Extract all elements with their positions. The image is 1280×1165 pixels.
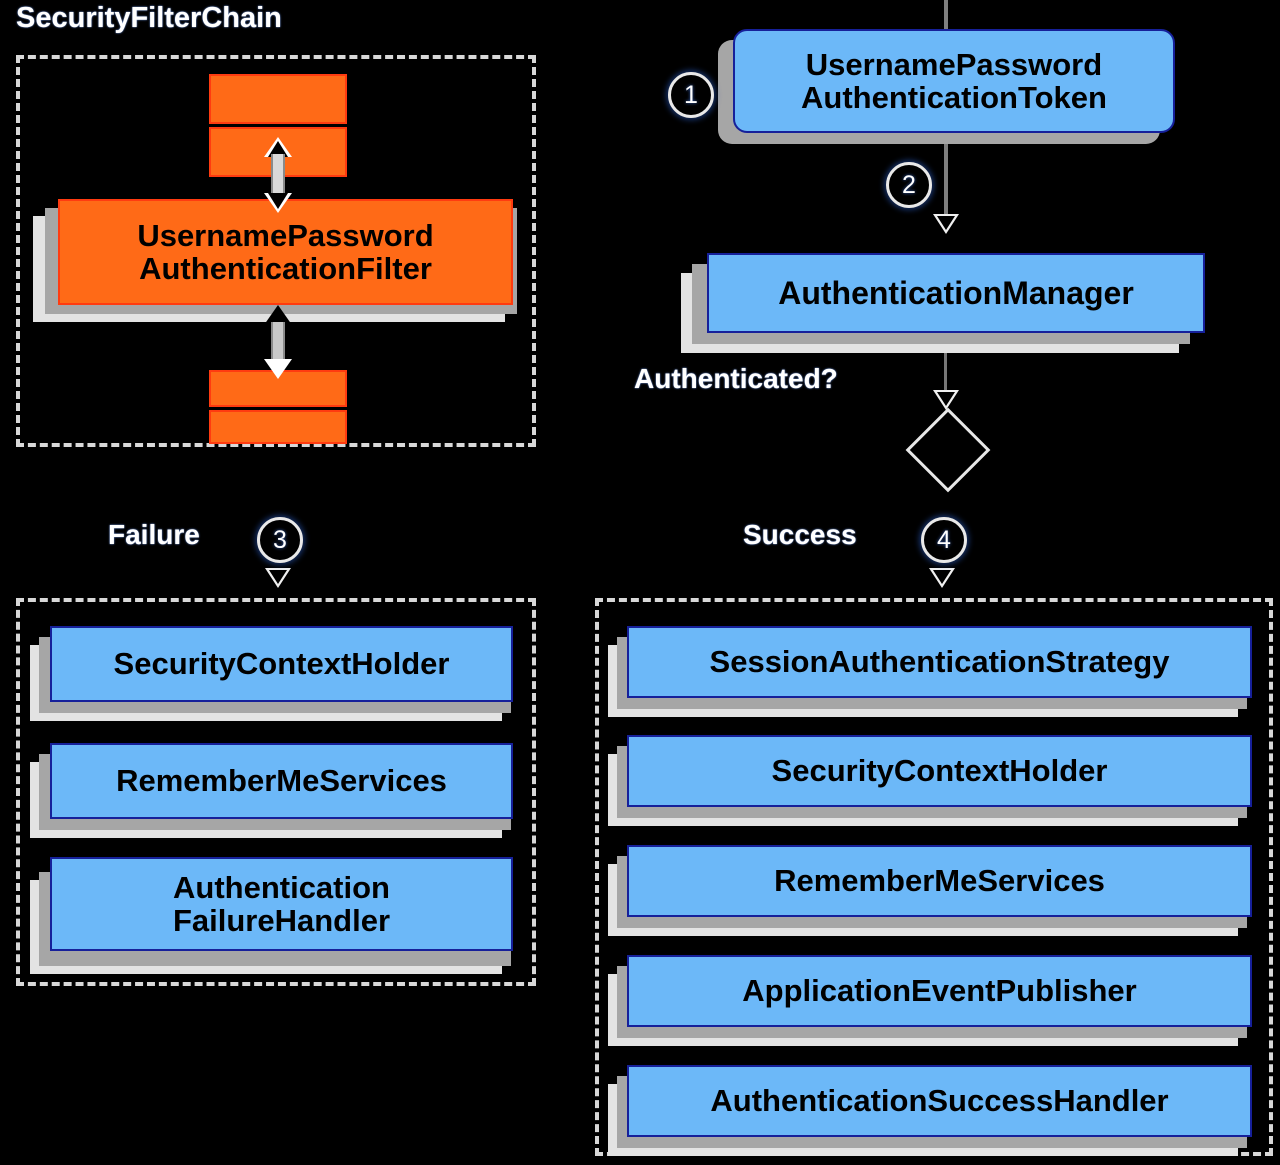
arrow-manager-to-decision-inner (937, 392, 955, 406)
failure-component-3[interactable]: Authentication FailureHandler (50, 857, 513, 951)
component-label: AuthenticationManager (778, 274, 1134, 311)
connector-arrow-bottom (254, 305, 302, 379)
success-component-4[interactable]: ApplicationEventPublisher (627, 955, 1252, 1027)
component-label: SecurityContextHolder (113, 646, 450, 682)
group-failure (16, 598, 536, 986)
connector-arrow-top (254, 137, 302, 213)
component-authentication-manager[interactable]: AuthenticationManager (707, 253, 1205, 333)
component-label: SessionAuthenticationStrategy (709, 644, 1170, 680)
incoming-flow-line (944, 0, 948, 30)
success-label: Success (743, 519, 857, 550)
flow-line-manager-to-decision (944, 333, 947, 395)
flow-line-token-to-manager (944, 135, 948, 221)
arrow-shaft (271, 154, 285, 196)
failure-label: Failure (108, 519, 200, 550)
component-label: RememberMeServices (116, 763, 447, 799)
component-label: UsernamePassword AuthenticationToken (801, 46, 1107, 115)
success-component-1[interactable]: SessionAuthenticationStrategy (627, 626, 1252, 698)
arrow-to-failure-group-inner (269, 570, 287, 584)
component-label: AuthenticationSuccessHandler (710, 1083, 1169, 1119)
arrow-head-up-inner (268, 141, 288, 157)
filter-placeholder-bottom-2 (209, 410, 347, 444)
component-username-password-authentication-token[interactable]: UsernamePassword AuthenticationToken (733, 29, 1175, 133)
arrow-shaft (271, 322, 285, 362)
arrow-head-down-inner (268, 193, 288, 209)
step-badge-3: 3 (257, 517, 303, 563)
security-filter-chain-title: SecurityFilterChain (16, 2, 282, 34)
arrow-head-up (264, 305, 292, 325)
step-badge-2: 2 (886, 162, 932, 208)
failure-component-2[interactable]: RememberMeServices (50, 743, 513, 819)
component-label: RememberMeServices (774, 863, 1105, 899)
arrow-to-success-group-inner (933, 570, 951, 584)
failure-component-1[interactable]: SecurityContextHolder (50, 626, 513, 702)
component-username-password-authentication-filter[interactable]: UsernamePassword AuthenticationFilter (58, 199, 513, 305)
decision-diamond (905, 407, 991, 493)
component-label: Authentication FailureHandler (172, 869, 391, 938)
success-component-5[interactable]: AuthenticationSuccessHandler (627, 1065, 1252, 1137)
filter-placeholder-top-1 (209, 74, 347, 124)
step-badge-4: 4 (921, 517, 967, 563)
arrow-head-down (264, 359, 292, 379)
success-component-3[interactable]: RememberMeServices (627, 845, 1252, 917)
step-badge-1: 1 (668, 72, 714, 118)
component-label: UsernamePassword AuthenticationFilter (137, 217, 434, 286)
success-component-2[interactable]: SecurityContextHolder (627, 735, 1252, 807)
decision-label: Authenticated? (634, 363, 838, 394)
group-security-filter-chain (16, 55, 536, 447)
arrow-token-to-manager-inner (937, 216, 955, 230)
component-label: ApplicationEventPublisher (742, 973, 1137, 1009)
component-label: SecurityContextHolder (771, 753, 1108, 789)
